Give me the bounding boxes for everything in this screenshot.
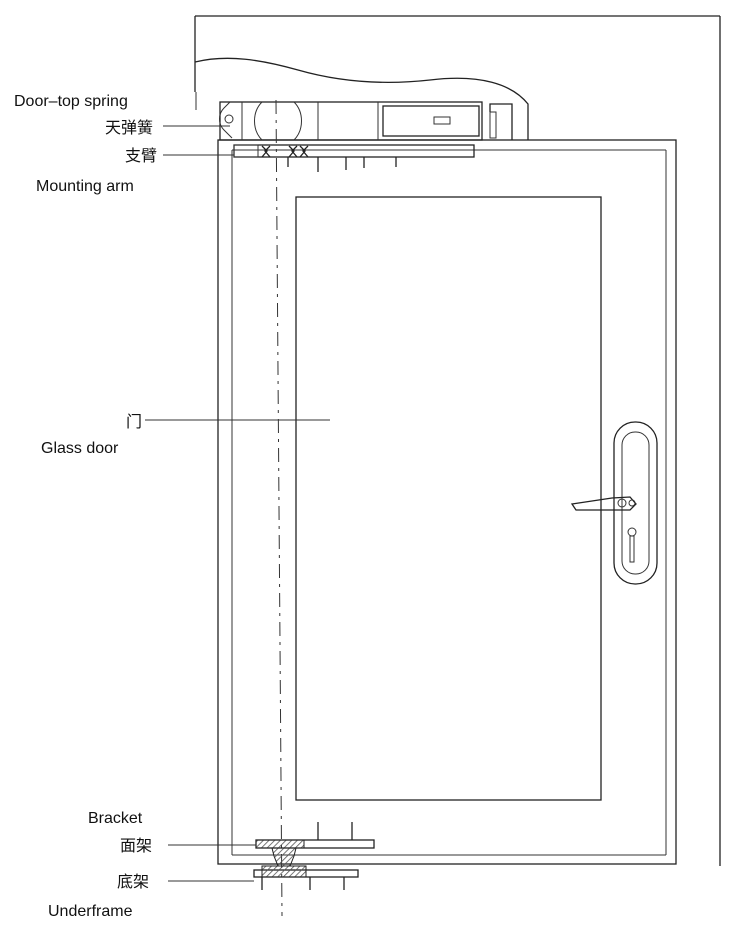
- wall-frame: [194, 15, 721, 866]
- mounting-arm: [233, 144, 475, 172]
- label-bracket-zh: 面架: [120, 837, 152, 855]
- door-handle: [570, 421, 658, 585]
- bracket: [255, 822, 375, 867]
- pivot-axis-centerline: [275, 99, 283, 917]
- underframe: [253, 865, 359, 890]
- label-mounting-arm-en: Mounting arm: [36, 178, 134, 195]
- break-line: [194, 57, 529, 140]
- label-door-en: Glass door: [41, 440, 119, 457]
- door-frame: [217, 139, 677, 865]
- label-mounting-arm-zh: 支臂: [125, 147, 157, 165]
- leader-lines: [145, 125, 330, 882]
- door-top-spring: [219, 101, 513, 141]
- label-door-zh: 门: [126, 413, 142, 431]
- label-bracket-en: Bracket: [88, 810, 143, 827]
- glass-door-panel: [295, 196, 602, 801]
- label-door-top-spring-zh: 天弹簧: [105, 118, 153, 137]
- label-door-top-spring-en: Door–top spring: [14, 93, 128, 110]
- label-underframe-zh: 底架: [117, 873, 149, 891]
- label-underframe-en: Underframe: [48, 903, 133, 920]
